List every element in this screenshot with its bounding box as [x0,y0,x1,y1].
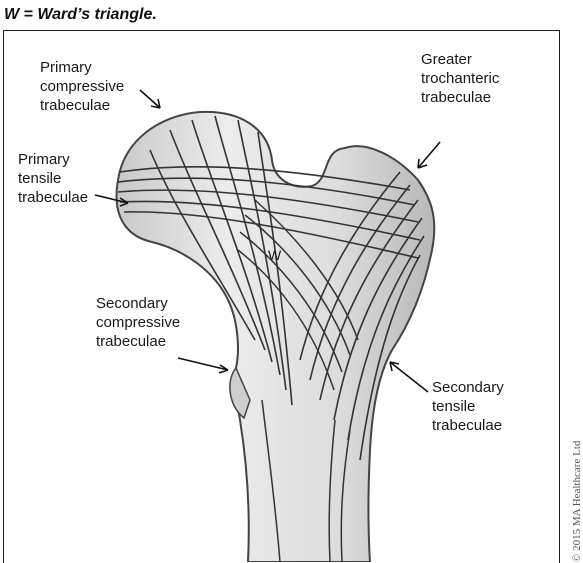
label-line: trochanteric [421,69,499,88]
label-line: Primary [18,150,88,169]
label-greater-trochanteric: Greater trochanteric trabeculae [421,50,499,107]
label-line: tensile [18,169,88,188]
label-line: trabeculae [421,88,499,107]
label-line: trabeculae [40,96,124,115]
label-secondary-tensile: Secondary tensile trabeculae [432,378,504,435]
copyright-notice: © 2015 MA Healthcare Ltd [571,441,583,562]
label-line: Greater [421,50,499,69]
wards-triangle-marker: W [268,246,281,265]
label-line: Secondary [96,294,180,313]
label-secondary-compressive: Secondary compressive trabeculae [96,294,180,351]
label-line: compressive [96,313,180,332]
label-line: trabeculae [96,332,180,351]
label-line: trabeculae [432,416,504,435]
label-primary-tensile: Primary tensile trabeculae [18,150,88,207]
label-primary-compressive: Primary compressive trabeculae [40,58,124,115]
label-line: compressive [40,77,124,96]
label-line: trabeculae [18,188,88,207]
label-line: Secondary [432,378,504,397]
label-line: Primary [40,58,124,77]
label-line: tensile [432,397,504,416]
